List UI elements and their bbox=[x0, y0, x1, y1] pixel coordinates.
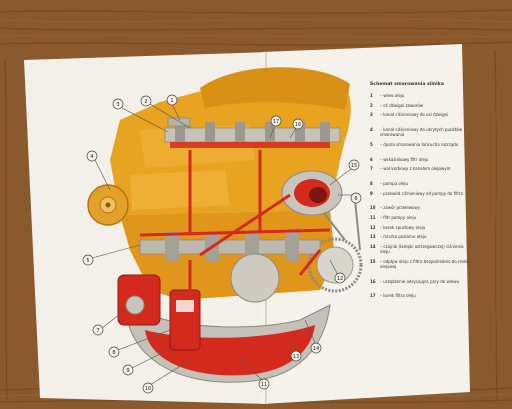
callout-16-label: 16 bbox=[295, 122, 301, 128]
oil-passages bbox=[139, 150, 331, 300]
legend-item-6: 6 – wskaźnikowy filtr oleju bbox=[370, 157, 472, 162]
callout-6 bbox=[350, 192, 362, 204]
front-cover bbox=[117, 274, 161, 326]
callout-4 bbox=[86, 150, 98, 162]
legend-item-text: – filtr pompy oleju bbox=[380, 215, 417, 220]
legend-item-17: 17 – korek filtra oleju bbox=[370, 293, 472, 298]
rocker-shaft bbox=[164, 122, 341, 148]
legend-item-text: – dysza smarowania łańcucha rozrządu bbox=[380, 141, 459, 147]
callout-1 bbox=[166, 94, 178, 106]
oil-filler-cap bbox=[167, 117, 191, 127]
legend-item-number: 13 bbox=[370, 234, 376, 240]
legend-item-number: 6 bbox=[370, 156, 373, 162]
callout-16 bbox=[292, 118, 304, 130]
callout-8 bbox=[108, 346, 120, 358]
legend-item-8: 8 – pompa oleju bbox=[370, 181, 472, 186]
legend-item-number: 4 bbox=[370, 127, 373, 132]
legend-item-number: 17 bbox=[370, 293, 376, 299]
legend-item-text: – urządzenie odsysające pary do wlewu bbox=[380, 278, 460, 284]
callout-11 bbox=[258, 378, 270, 390]
legend-item-13: 13 – miarka poziomu oleju bbox=[370, 234, 472, 239]
callout-3 bbox=[112, 98, 124, 110]
callout-5-label: 5 bbox=[86, 258, 89, 264]
callout-7-label: 7 bbox=[96, 328, 99, 334]
legend-item-text: – przewód ciśnieniowy od pompy do filtra bbox=[380, 190, 463, 196]
callout-1-label: 1 bbox=[170, 98, 173, 104]
legend-item-number: 16 bbox=[370, 278, 376, 284]
legend-item-number: 7 bbox=[370, 166, 373, 172]
callout-4-label: 4 bbox=[90, 154, 93, 160]
callout-17-label: 17 bbox=[273, 119, 279, 125]
legend-item-number: 11 bbox=[370, 215, 376, 220]
legend-item-9: 9 – przewód ciśnieniowy od pompy do filtr… bbox=[370, 191, 472, 196]
callout-markers bbox=[82, 94, 362, 394]
crank-pulley bbox=[87, 184, 129, 226]
legend-item-number: 12 bbox=[370, 224, 376, 230]
legend-item-text: – wlew oleju bbox=[380, 93, 405, 98]
legend-item-text: – pompa oleju bbox=[380, 181, 409, 186]
callout-14-label: 14 bbox=[313, 346, 319, 352]
legend-item-4: 4 – kanał ciśnieniowy do ukrytych punktów… bbox=[370, 127, 472, 137]
callout-11-label: 11 bbox=[261, 382, 267, 388]
legend-item-text: – korek filtra oleju bbox=[380, 293, 416, 299]
legend-item-1: 1 – wlew oleju bbox=[370, 93, 472, 98]
callout-9 bbox=[122, 364, 134, 376]
callout-5 bbox=[82, 254, 94, 266]
legend-item-number: 5 bbox=[370, 141, 373, 147]
legend-item-15: 15 – odpływ oleju z filtra bezpośrednio d… bbox=[370, 259, 472, 269]
legend-item-number: 10 bbox=[370, 205, 376, 211]
legend-item-text: – kanał ciśnieniowy do ukrytych punktów … bbox=[380, 127, 463, 138]
legend-item-text: – kanał ciśnieniowy do osi dźwigni bbox=[380, 112, 449, 118]
callout-leaders bbox=[91, 103, 353, 386]
crankshaft bbox=[139, 232, 321, 303]
callout-7 bbox=[92, 324, 104, 336]
legend-item-number: 1 bbox=[370, 93, 373, 98]
callout-2 bbox=[140, 95, 152, 107]
callout-14 bbox=[310, 342, 322, 354]
legend-item-number: 14 bbox=[370, 243, 376, 249]
legend-item-number: 2 bbox=[370, 102, 373, 108]
legend-item-text: – miarka poziomu oleju bbox=[380, 234, 427, 240]
legend-item-number: 9 bbox=[370, 190, 373, 196]
oil-filter bbox=[281, 170, 343, 216]
legend-item-5: 5 – dysza smarowania łańcucha rozrządu bbox=[370, 142, 472, 147]
legend-item-text: – czujnik (lampki ostrzegawczej) ciśnien… bbox=[380, 243, 464, 254]
callout-12 bbox=[334, 272, 346, 284]
callout-8-label: 8 bbox=[112, 350, 115, 356]
callout-10 bbox=[142, 382, 154, 394]
legend-item-12: 12 – korek spustowy oleju bbox=[370, 225, 472, 230]
legend-item-16: 16 – urządzenie odsysające pary do wlewu bbox=[370, 279, 472, 284]
legend-item-number: 8 bbox=[370, 181, 373, 186]
legend-item-7: 7 – wał korbowy z kanałem olejowym bbox=[370, 166, 472, 171]
callout-3-label: 3 bbox=[116, 102, 119, 108]
legend-item-text: – oś dźwigni zaworów bbox=[380, 102, 424, 108]
legend-item-2: 2 – oś dźwigni zaworów bbox=[370, 103, 472, 108]
callout-2-label: 2 bbox=[144, 99, 147, 105]
legend-item-number: 3 bbox=[370, 112, 373, 118]
legend-item-text: – korek spustowy oleju bbox=[380, 224, 426, 230]
callout-17 bbox=[270, 115, 282, 127]
legend-item-11: 11 – filtr pompy oleju bbox=[370, 215, 472, 220]
callout-9-label: 9 bbox=[126, 368, 129, 374]
legend-title: Schemat smarowania silnika bbox=[370, 82, 444, 87]
legend-item-text: – zawór przelewowy bbox=[380, 205, 421, 211]
callout-13 bbox=[290, 350, 302, 362]
legend-item-10: 10 – zawór przelewowy bbox=[370, 205, 472, 210]
oil-pump bbox=[169, 289, 201, 351]
legend-item-14: 14 – czujnik (lampki ostrzegawczej) ciśni… bbox=[370, 244, 472, 254]
callout-6-label: 6 bbox=[354, 196, 357, 202]
callout-15 bbox=[348, 159, 360, 171]
callout-12-label: 12 bbox=[337, 276, 343, 282]
callout-10-label: 10 bbox=[145, 386, 151, 392]
legend-item-text: – odpływ oleju z filtra bezpośrednio do … bbox=[380, 258, 469, 269]
legend-item-text: – wskaźnikowy filtr oleju bbox=[380, 156, 429, 162]
legend-item-number: 15 bbox=[370, 258, 376, 264]
callout-15-label: 15 bbox=[351, 163, 357, 169]
callout-13-label: 13 bbox=[293, 354, 299, 360]
legend-item-text: – wał korbowy z kanałem olejowym bbox=[380, 166, 451, 172]
legend-item-3: 3 – kanał ciśnieniowy do osi dźwigni bbox=[370, 112, 472, 117]
